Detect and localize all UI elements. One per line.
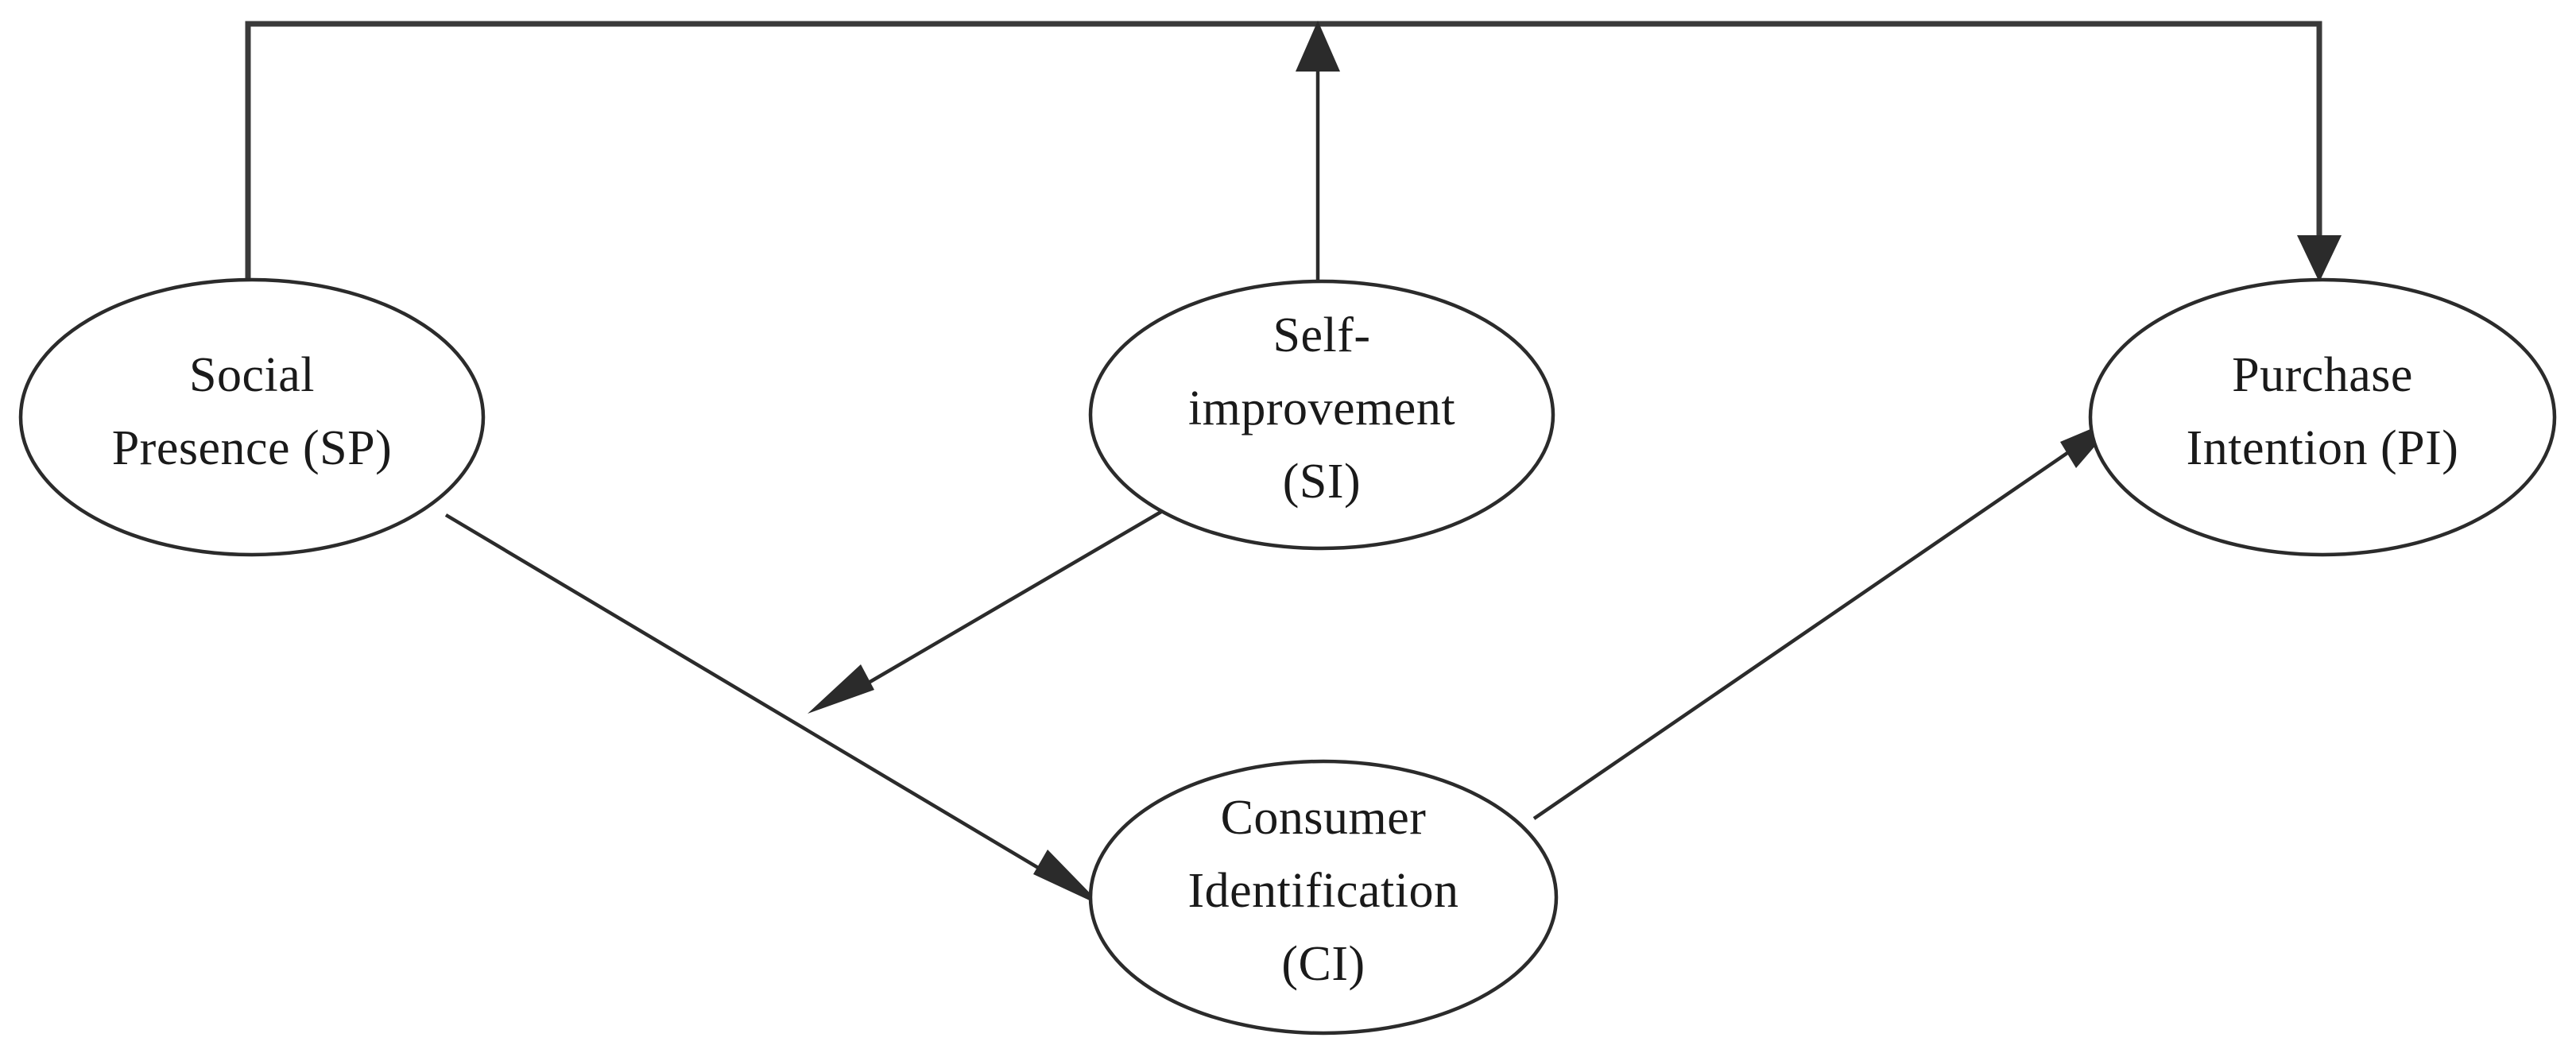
node-purchase-intention[interactable]: Purchase Intention (PI) bbox=[2088, 277, 2557, 557]
arrowhead-into-sp-pi-path bbox=[1296, 21, 1340, 72]
edge-self-improvement-to-sp-ci-path bbox=[808, 508, 1167, 714]
purchase-intention-label-line2: Intention (PI) bbox=[2187, 421, 2459, 475]
edge-ci-to-pi-path bbox=[1532, 432, 2097, 820]
arrowhead-into-sp-ci-path bbox=[808, 664, 874, 714]
edge-consumer-identification-to-purchase-intention bbox=[1532, 416, 2121, 820]
edge-si-diagonal-path bbox=[843, 508, 1167, 699]
self-improvement-label-line1: Self- bbox=[1273, 308, 1370, 362]
self-improvement-ellipse[interactable] bbox=[1088, 279, 1555, 551]
edge-sp-to-pi-path bbox=[245, 21, 2322, 279]
node-consumer-identification[interactable]: Consumer Identification (CI) bbox=[1088, 759, 1559, 1036]
self-improvement-label-line2: improvement bbox=[1188, 381, 1455, 436]
purchase-intention-label-line1: Purchase bbox=[2232, 348, 2413, 402]
edge-sp-to-ci-path bbox=[444, 513, 1083, 895]
node-self-improvement[interactable]: Self- improvement (SI) bbox=[1088, 279, 1555, 551]
arrowhead-into-purchase-intention bbox=[2297, 235, 2342, 282]
consumer-identification-label-line3: (CI) bbox=[1281, 937, 1365, 991]
edge-self-improvement-to-sp-pi-path bbox=[1296, 21, 1340, 282]
social-presence-label-line1: Social bbox=[189, 348, 315, 402]
consumer-identification-label-line1: Consumer bbox=[1221, 791, 1427, 845]
consumer-identification-label-line2: Identification bbox=[1188, 864, 1459, 918]
consumer-identification-ellipse[interactable] bbox=[1088, 759, 1559, 1036]
social-presence-label-line2: Presence (SP) bbox=[112, 421, 393, 475]
self-improvement-label-line3: (SI) bbox=[1283, 455, 1361, 509]
purchase-intention-ellipse[interactable] bbox=[2088, 277, 2557, 557]
edge-social-presence-to-consumer-identification bbox=[444, 513, 1103, 907]
social-presence-ellipse[interactable] bbox=[18, 277, 486, 557]
arrowhead-into-consumer-identification bbox=[1033, 850, 1103, 907]
edge-social-presence-to-purchase-intention bbox=[245, 21, 2342, 282]
node-social-presence[interactable]: Social Presence (SP) bbox=[18, 277, 486, 557]
